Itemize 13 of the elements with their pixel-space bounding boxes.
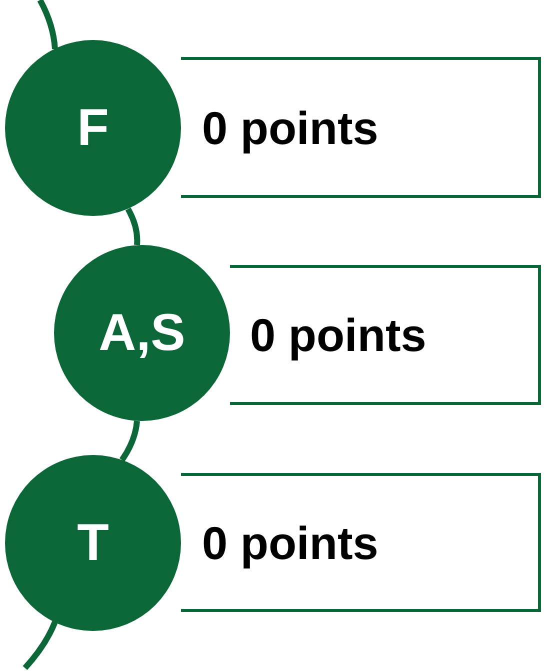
connector-line [120, 420, 140, 462]
connector-line [22, 620, 58, 670]
connector-line [37, 0, 58, 50]
score-text: 0 points [202, 100, 378, 154]
connector-line [125, 208, 140, 246]
score-text: 0 points [202, 516, 378, 570]
score-box [181, 473, 541, 612]
step-letters: T [77, 513, 109, 573]
step-letters: A,S [98, 303, 186, 363]
score-box [181, 57, 541, 198]
score-box [230, 265, 541, 405]
step-letters: F [77, 98, 109, 158]
score-text: 0 points [250, 308, 426, 362]
